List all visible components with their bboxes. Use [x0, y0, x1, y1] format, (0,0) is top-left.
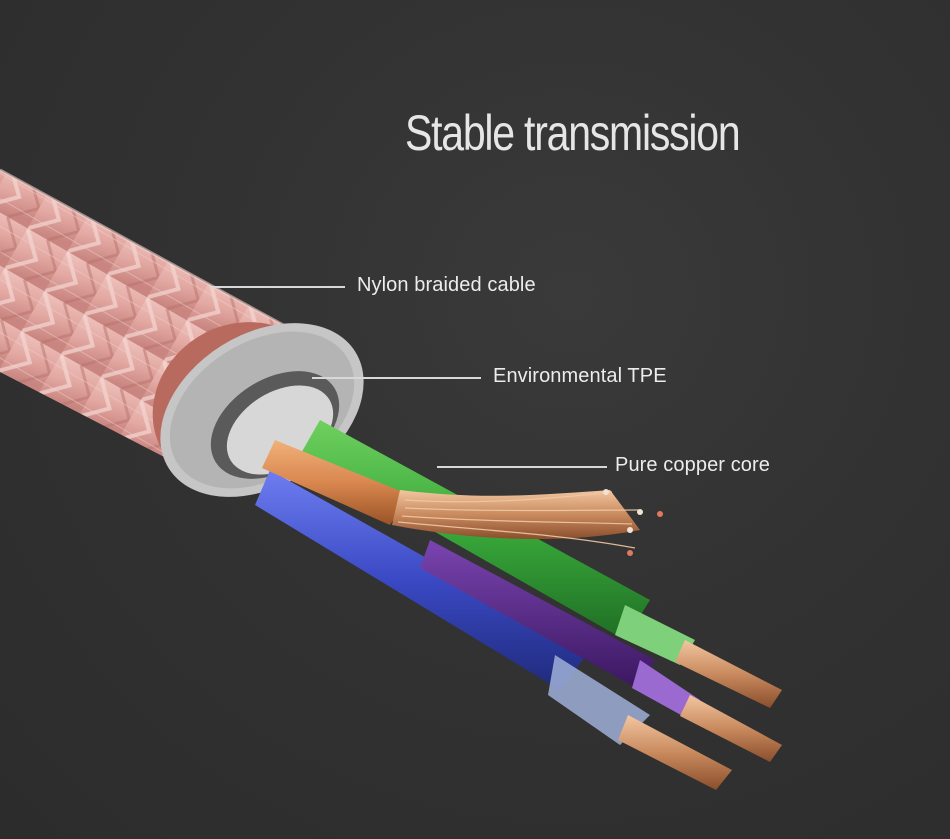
callout-label-nylon: Nylon braided cable: [357, 274, 536, 296]
wire-orange: [262, 440, 663, 556]
callout-line-copper: [437, 466, 607, 468]
page-title: Stable transmission: [405, 105, 741, 161]
callout-line-nylon: [212, 286, 345, 288]
callout-label-tpe: Environmental TPE: [493, 365, 667, 387]
wire-blue: [255, 470, 732, 790]
callout-line-tpe: [312, 377, 481, 379]
callout-label-copper: Pure copper core: [615, 454, 771, 476]
wire-purple: [420, 540, 782, 762]
